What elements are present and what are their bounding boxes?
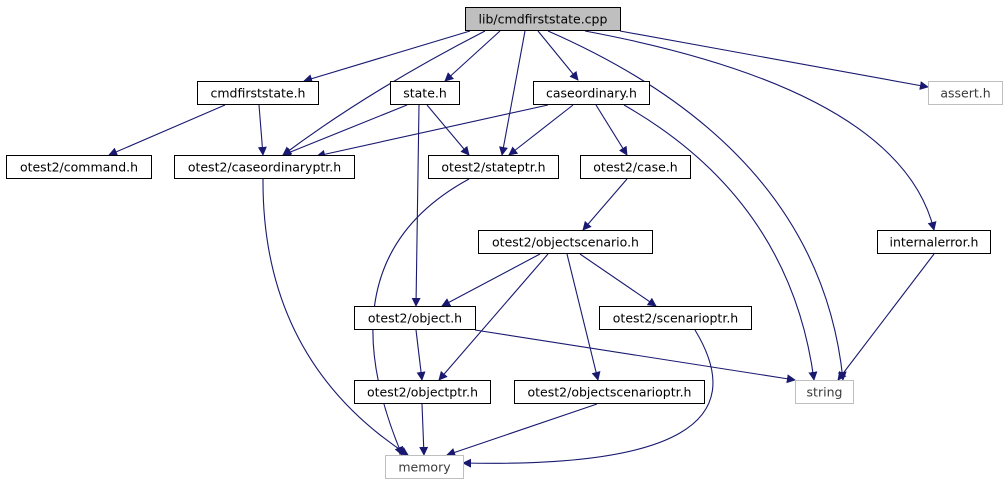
node-label: lib/cmdfirststate.cpp xyxy=(479,12,608,27)
edge-root-to-assert-h xyxy=(619,30,929,90)
node-objectscenario-h[interactable]: otest2/objectscenario.h xyxy=(478,230,653,254)
node-label: otest2/object.h xyxy=(368,311,462,326)
node-box xyxy=(390,81,460,105)
node-box xyxy=(478,230,653,254)
edge-scenarioptr-h-to-memory xyxy=(462,329,714,468)
edge-caseordinary-h-to-string xyxy=(623,104,818,381)
node-internalerror-h[interactable]: internalerror.h xyxy=(877,230,991,254)
edge-objectscenario-h-to-objectptr-h xyxy=(438,253,549,381)
node-box xyxy=(599,306,752,330)
node-box xyxy=(6,155,152,179)
node-label: otest2/objectptr.h xyxy=(367,385,478,400)
node-memory: memory xyxy=(385,455,464,479)
node-box xyxy=(465,7,621,31)
node-box xyxy=(428,155,559,179)
node-label: otest2/stateptr.h xyxy=(441,160,545,175)
node-root[interactable]: lib/cmdfirststate.cpp xyxy=(465,7,621,31)
nodes-layer: lib/cmdfirststate.cpp cmdfirststate.h stat… xyxy=(6,7,1003,479)
edge-root-to-state-h xyxy=(444,30,501,82)
node-objectptr-h[interactable]: otest2/objectptr.h xyxy=(354,380,491,404)
node-box xyxy=(174,155,355,179)
edge-root-to-internalerror-h xyxy=(584,30,937,231)
edge-state-h-to-object-h xyxy=(411,104,421,307)
node-box xyxy=(877,230,991,254)
node-box xyxy=(533,81,650,105)
node-object-h[interactable]: otest2/object.h xyxy=(354,306,476,330)
edge-state-h-to-caseordinaryptr-h xyxy=(282,104,408,157)
node-box xyxy=(928,81,1003,105)
node-box xyxy=(580,155,691,179)
edge-stateptr-h-to-memory xyxy=(372,178,470,456)
node-box xyxy=(385,455,464,479)
node-state-h[interactable]: state.h xyxy=(390,81,460,105)
edge-root-to-stateptr-h xyxy=(499,30,526,156)
node-caseordinaryptr-h[interactable]: otest2/caseordinaryptr.h xyxy=(174,155,355,179)
node-label: memory xyxy=(398,460,451,475)
node-label: otest2/caseordinaryptr.h xyxy=(188,160,341,175)
node-label: cmdfirststate.h xyxy=(211,86,306,101)
node-string: string xyxy=(795,380,854,404)
edge-object-h-to-objectptr-h xyxy=(415,329,426,381)
edge-objectscenarioptr-h-to-memory xyxy=(446,403,598,457)
edge-root-to-caseordinary-h xyxy=(537,30,579,81)
edge-internalerror-h-to-string xyxy=(837,253,935,381)
node-label: internalerror.h xyxy=(890,235,979,250)
node-label: otest2/command.h xyxy=(20,160,138,175)
node-box xyxy=(514,380,705,404)
node-assert-h: assert.h xyxy=(928,81,1003,105)
node-command-h[interactable]: otest2/command.h xyxy=(6,155,152,179)
node-label: otest2/objectscenario.h xyxy=(492,235,639,250)
node-label: state.h xyxy=(403,86,447,101)
edge-objectscenario-h-to-scenarioptr-h xyxy=(579,253,657,307)
node-case-h[interactable]: otest2/case.h xyxy=(580,155,691,179)
node-scenarioptr-h[interactable]: otest2/scenarioptr.h xyxy=(599,306,752,330)
edge-state-h-to-stateptr-h xyxy=(426,104,470,156)
node-cmdfirststate-h[interactable]: cmdfirststate.h xyxy=(197,81,319,105)
node-box xyxy=(354,380,491,404)
node-stateptr-h[interactable]: otest2/stateptr.h xyxy=(428,155,559,179)
edge-cmdfirststate-h-to-caseordinaryptr-h xyxy=(257,104,267,156)
node-objectscenarioptr-h[interactable]: otest2/objectscenarioptr.h xyxy=(514,380,705,404)
node-label: string xyxy=(807,385,843,400)
node-caseordinary-h[interactable]: caseordinary.h xyxy=(533,81,650,105)
node-label: otest2/objectscenarioptr.h xyxy=(528,385,692,400)
node-box xyxy=(354,306,476,330)
edge-root-to-cmdfirststate-h xyxy=(303,30,471,83)
edge-objectscenario-h-to-objectscenarioptr-h xyxy=(566,253,601,381)
node-box xyxy=(795,380,854,404)
edge-caseordinary-h-to-stateptr-h xyxy=(508,104,574,156)
edge-objectptr-h-to-memory xyxy=(419,403,429,456)
edge-caseordinaryptr-h-to-memory xyxy=(262,178,409,456)
node-label: assert.h xyxy=(940,86,990,101)
edge-cmdfirststate-h-to-command-h xyxy=(108,104,226,156)
edge-case-h-to-objectscenario-h xyxy=(582,178,628,231)
edge-caseordinary-h-to-caseordinaryptr-h xyxy=(316,104,549,159)
node-label: caseordinary.h xyxy=(546,86,637,101)
edges-layer xyxy=(108,30,937,468)
edge-caseordinary-h-to-case-h xyxy=(595,104,628,156)
edge-root-to-caseordinaryptr-h xyxy=(282,30,486,156)
edge-object-h-to-string xyxy=(474,329,796,384)
node-label: otest2/case.h xyxy=(593,160,677,175)
edge-root-to-string xyxy=(547,30,847,381)
node-box xyxy=(197,81,319,105)
edge-objectscenario-h-to-object-h xyxy=(441,253,541,307)
node-label: otest2/scenarioptr.h xyxy=(613,311,738,326)
